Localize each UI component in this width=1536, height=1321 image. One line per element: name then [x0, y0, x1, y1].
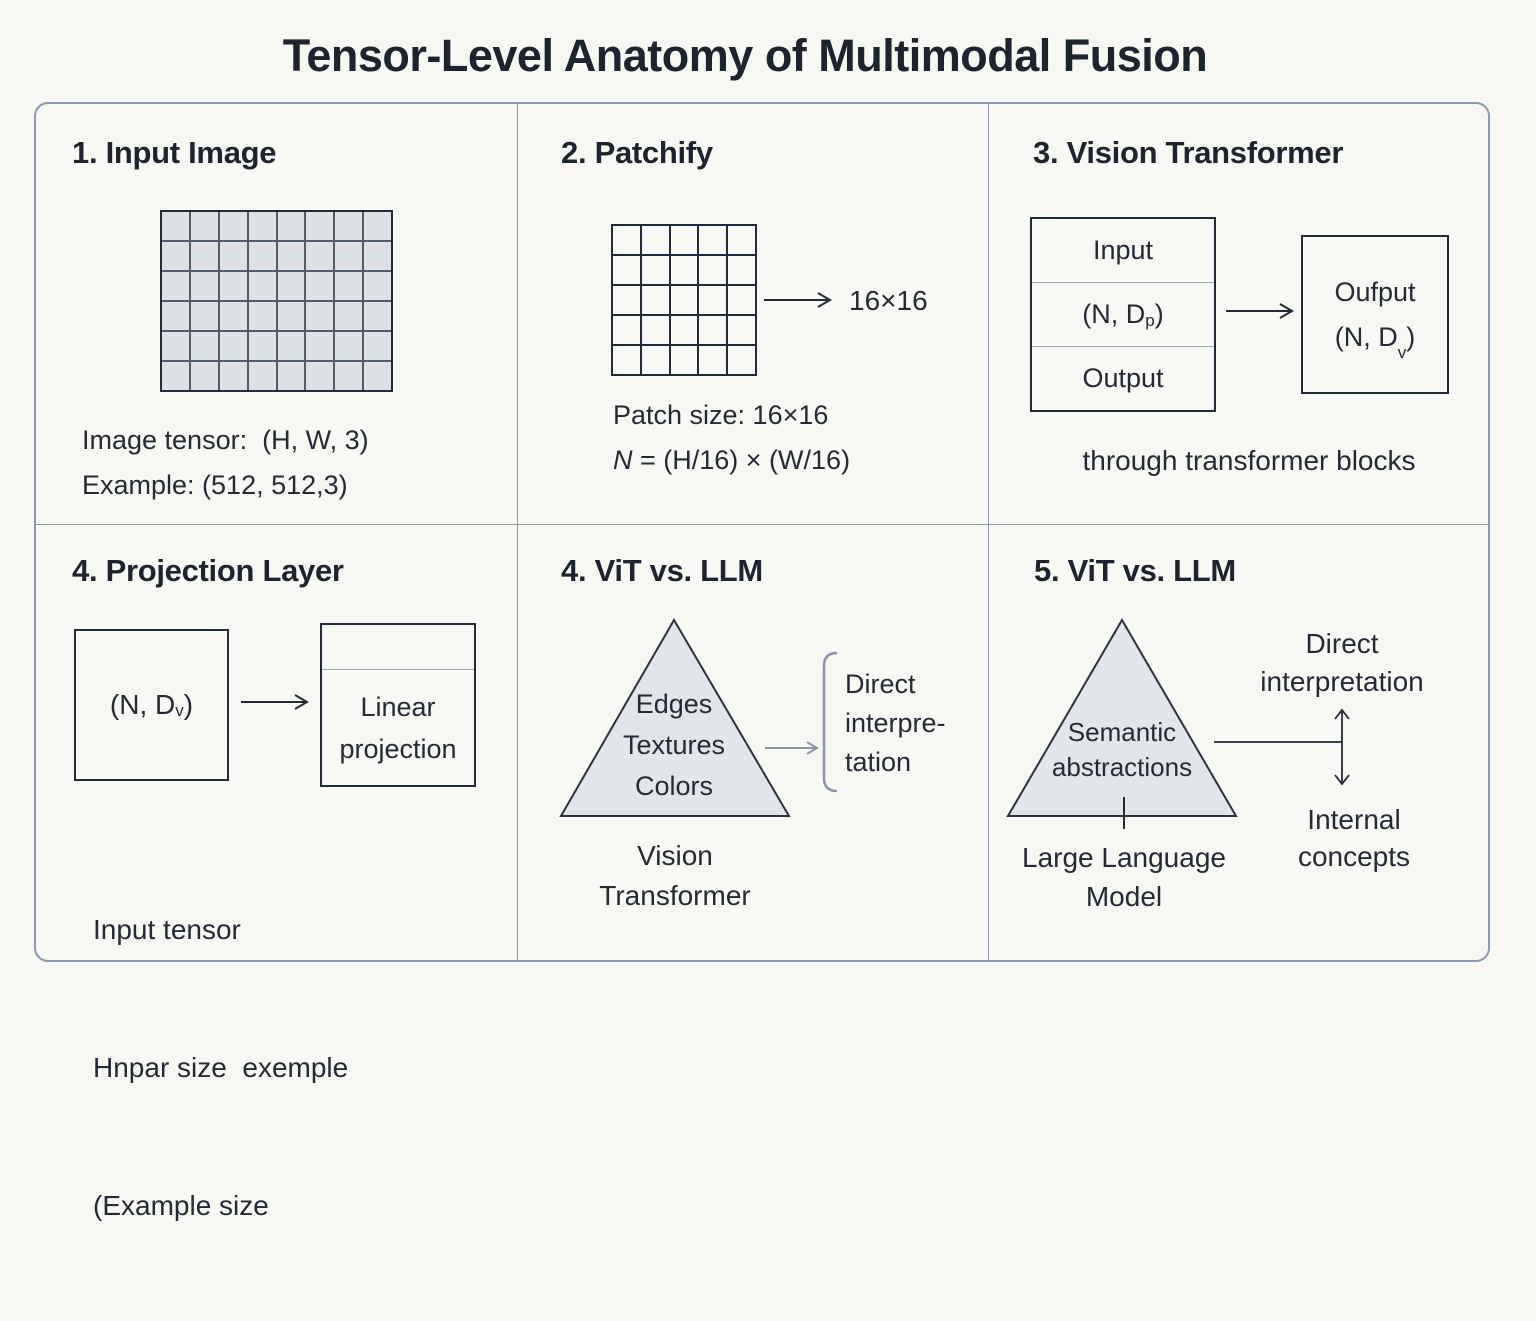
- empty-band: [322, 625, 474, 670]
- arrow-right-icon: [764, 292, 832, 308]
- formula-rest: = (H/16) × (W/16): [632, 445, 851, 475]
- image-tensor-note: Image tensor: (H, W, 3): [82, 425, 369, 455]
- internal-concepts-label: Internal concepts: [1254, 801, 1454, 875]
- pyramid-line: abstractions: [1051, 752, 1193, 782]
- panel-heading: 3. Vision Transformer: [1033, 135, 1344, 170]
- shape-pre: (N, D: [109, 689, 176, 720]
- caption-line: Vision: [637, 840, 713, 871]
- shape-post: ): [1406, 321, 1416, 352]
- image-example-note: Example: (512, 512,3): [82, 470, 348, 500]
- panel-heading: 5. ViT vs. LLM: [1034, 553, 1236, 588]
- arrow-right-icon: [1226, 303, 1294, 319]
- pyramid-line: Semantic: [1067, 717, 1177, 747]
- pyramid-caption-connector: [1123, 797, 1125, 829]
- label-line: Direct: [1305, 628, 1379, 659]
- formula-variable: N: [613, 445, 633, 475]
- bracket-icon: [822, 651, 838, 793]
- shape-pre: (N, D: [1334, 321, 1398, 352]
- patch-grid: [611, 224, 757, 376]
- shape-subscript: v: [1397, 342, 1407, 362]
- caption-line: Model: [1085, 881, 1163, 912]
- note-line: (Example size: [93, 1190, 269, 1221]
- panel-heading: 4. Projection Layer: [72, 553, 344, 588]
- patch-size-label: 16×16: [849, 285, 928, 316]
- shape-pre: (N, D: [1082, 299, 1146, 329]
- pyramid-line: Textures: [622, 730, 726, 760]
- vit-box-row-input: Input: [1032, 219, 1214, 283]
- label-line: concepts: [1297, 841, 1411, 872]
- arrow-right-icon: [241, 694, 309, 710]
- direct-interpretation-label: Direct interpretation: [1242, 625, 1442, 701]
- vision-pyramid-labels: Edges Textures Colors: [564, 684, 784, 807]
- panel-vit-vs-llm-language: 5. ViT vs. LLM Semantic abstractions Lar…: [989, 525, 1488, 960]
- patch-size-note: Patch size: 16×16: [613, 400, 829, 430]
- label-line: Direct: [845, 669, 916, 699]
- pyramid-line: Edges: [635, 689, 713, 719]
- vision-transformer-caption: Vision Transformer: [555, 836, 795, 916]
- panel-heading: 2. Patchify: [561, 135, 713, 170]
- label-line: tation: [845, 747, 912, 777]
- linear-projection-box: Linear projection: [320, 623, 476, 787]
- direct-interpretation-label: Direct interpre- tation: [845, 665, 946, 782]
- label-line: interpre-: [845, 708, 946, 738]
- note-line: Hnpar size exemple: [93, 1052, 349, 1083]
- double-arrow-connector-icon: [1214, 708, 1350, 786]
- caption-line: Transformer: [599, 880, 751, 911]
- shape-post: ): [1154, 299, 1164, 329]
- llm-caption: Large Language Model: [1004, 838, 1244, 916]
- llm-pyramid-icon: [1006, 618, 1238, 817]
- vision-pyramid-icon: [559, 618, 791, 817]
- panel-heading: 1. Input Image: [72, 135, 277, 170]
- llm-pyramid-labels: Semantic abstractions: [1012, 715, 1232, 785]
- vit-caption: through transformer blocks: [1082, 445, 1416, 476]
- projection-box-line2: projection: [339, 733, 457, 764]
- caption-line: Large Language: [1022, 842, 1226, 873]
- vit-output-shape: (N, Dv): [1334, 315, 1416, 362]
- vit-output-box: Oufput (N, Dv): [1301, 235, 1449, 394]
- image-tensor-grid: [160, 210, 393, 392]
- panel-patchify: 2. Patchify 16×16 Patch size: 16×16 N = …: [518, 104, 989, 525]
- patch-count-formula: N = (H/16) × (W/16): [613, 445, 850, 476]
- page-title: Tensor-Level Anatomy of Multimodal Fusio…: [282, 30, 1208, 81]
- panel-input-image: 1. Input Image Image tensor: (H, W, 3) E…: [36, 104, 518, 525]
- panel-vit-vs-llm-vision: 4. ViT vs. LLM Edges Textures Colors Dir…: [518, 525, 989, 960]
- note-line: Input tensor: [93, 914, 241, 945]
- label-line: interpretation: [1260, 666, 1424, 697]
- projection-box-line1: Linear: [360, 691, 436, 722]
- pyramid-line: Colors: [634, 771, 714, 801]
- vit-box-row-output: Output: [1082, 363, 1164, 393]
- panel-heading: 4. ViT vs. LLM: [561, 553, 763, 588]
- diagram-board: 1. Input Image Image tensor: (H, W, 3) E…: [34, 102, 1490, 1221]
- shape-post: ): [183, 689, 194, 720]
- arrow-right-icon: [765, 741, 819, 755]
- projection-notes: Input tensor Hnpar size exemple (Example…: [93, 815, 348, 1321]
- label-line: Internal: [1307, 804, 1401, 835]
- vit-output-line1: Oufput: [1334, 276, 1416, 307]
